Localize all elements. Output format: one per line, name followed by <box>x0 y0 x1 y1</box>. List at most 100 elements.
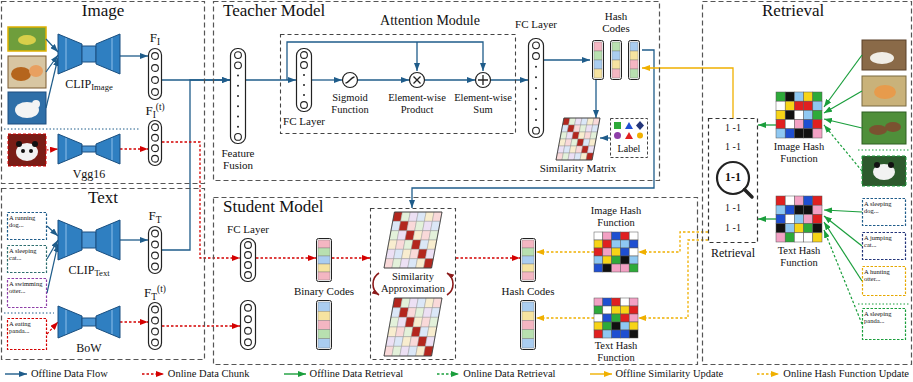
node-shape <box>317 239 332 282</box>
node-shape <box>813 110 822 119</box>
node-shape <box>594 248 603 256</box>
retrieval-photo <box>869 125 887 135</box>
node-shape <box>603 314 612 322</box>
node-shape <box>603 298 612 306</box>
node-shape <box>96 306 120 338</box>
node-shape <box>521 301 536 350</box>
node-shape <box>594 51 602 60</box>
node-shape <box>594 60 602 69</box>
node-shape <box>813 129 822 138</box>
connector <box>246 79 296 80</box>
node-shape <box>245 327 252 334</box>
node-text: A hunting otter... <box>864 268 890 282</box>
legend-line <box>284 373 306 374</box>
node-shape <box>620 314 629 322</box>
label-block: Attention Module <box>380 13 480 28</box>
connector <box>536 251 594 252</box>
node-shape <box>152 230 159 237</box>
retrieval-wire <box>824 230 862 324</box>
node-shape <box>593 41 604 80</box>
node-shape <box>794 120 803 129</box>
node-shape <box>522 240 534 248</box>
node-shape <box>813 233 822 242</box>
node-shape <box>58 306 82 338</box>
node-shape <box>318 264 330 272</box>
label-block: A hunting otter... <box>864 268 904 282</box>
label-block: CLIPText <box>68 264 109 279</box>
label-block: 1-1 <box>725 171 741 184</box>
retrieval-wire <box>824 210 862 212</box>
node-shape <box>594 298 603 306</box>
connector <box>491 79 528 80</box>
image-photo <box>32 100 40 108</box>
node-shape <box>152 124 159 131</box>
node-shape <box>785 233 794 242</box>
label-block: Binary Codes <box>294 285 354 297</box>
connector <box>120 321 148 322</box>
legend-text: Offline Data Retrieval <box>310 368 404 379</box>
node-text: Sigmoid Function <box>331 92 368 115</box>
node-shape <box>58 218 120 262</box>
node-shape <box>414 77 421 84</box>
label-block: Image Hash Function <box>581 205 651 228</box>
node-text: 1 -1 <box>725 122 741 133</box>
image-photo <box>32 141 38 147</box>
node-shape <box>620 306 629 314</box>
node-shape <box>620 256 629 264</box>
node-shape <box>535 66 537 68</box>
node-shape <box>776 92 822 138</box>
node-text: 1 -1 <box>725 222 741 233</box>
label-block: FT <box>149 209 162 225</box>
node-shape <box>804 196 813 205</box>
node-text: F <box>149 208 156 223</box>
node-shape <box>612 306 621 314</box>
node-shape <box>149 303 162 350</box>
node-text: Teacher Model <box>223 1 325 20</box>
node-shape <box>535 119 537 121</box>
node-shape <box>214 198 698 365</box>
node-shape <box>317 301 332 350</box>
feature-vector: Feature Fusion <box>230 48 246 144</box>
encoder-icon: BoW <box>58 304 120 340</box>
node-shape <box>96 134 120 164</box>
node-shape <box>245 339 252 346</box>
retrieval-wire <box>824 222 862 281</box>
node-shape <box>235 52 242 59</box>
node-shape <box>612 51 620 60</box>
image-photo <box>8 134 46 166</box>
node-shape <box>776 92 785 101</box>
node-shape <box>66 38 67 70</box>
node-text: T <box>151 292 157 302</box>
retrieval-wire <box>824 125 862 171</box>
connector <box>642 68 733 118</box>
node-shape <box>82 146 96 152</box>
node-shape <box>296 48 312 112</box>
node-text: Feature Fusion <box>222 147 255 171</box>
node-shape <box>2 189 205 360</box>
node-shape <box>629 264 638 272</box>
node-shape <box>776 205 785 214</box>
input-wire <box>46 58 58 108</box>
node-shape <box>794 205 803 214</box>
node-shape <box>776 120 785 129</box>
node-shape <box>410 73 425 88</box>
node-shape <box>785 120 794 129</box>
node-shape <box>612 248 621 256</box>
node-text: CLIP <box>65 77 91 91</box>
node-shape <box>475 72 491 88</box>
retrieval-photo <box>874 85 896 99</box>
node-shape <box>237 85 239 87</box>
hash-function-grid: Image Hash Function <box>776 92 822 138</box>
node-shape <box>594 240 603 248</box>
operation-node: Element-wise Sum <box>475 72 491 88</box>
node-shape <box>148 302 162 350</box>
node-shape <box>636 121 644 130</box>
text-card: A jumping cat... <box>862 232 906 260</box>
node-text: FC Layer <box>283 115 325 127</box>
node-shape <box>813 92 822 101</box>
node-text: I <box>157 37 160 47</box>
node-shape <box>620 240 629 248</box>
node-shape <box>625 132 633 139</box>
node-shape <box>709 119 758 243</box>
connector <box>758 218 776 219</box>
